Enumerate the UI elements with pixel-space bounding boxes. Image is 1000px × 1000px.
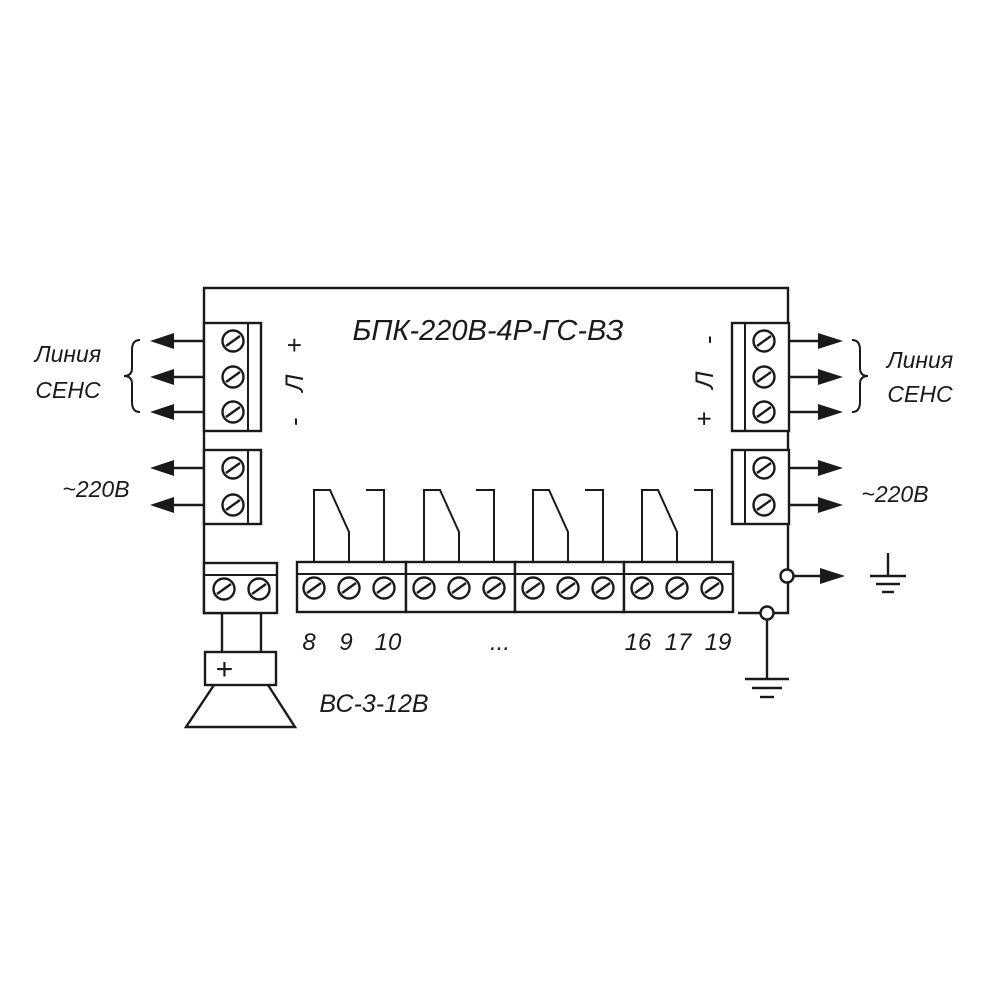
terminal-label-9: 9 xyxy=(339,629,352,656)
ground-symbol-bottom xyxy=(745,677,789,699)
left-power-terminal xyxy=(202,448,263,526)
right-line-brace xyxy=(851,339,869,413)
left-power-label: ~220В xyxy=(62,476,129,502)
ground-connection xyxy=(759,605,775,679)
relay-terminal-block-3 xyxy=(513,560,626,614)
siren-terminal xyxy=(202,561,279,615)
right-plus-mark: + xyxy=(689,411,719,426)
terminal-label-17: 17 xyxy=(665,629,693,656)
left-plus-mark: + xyxy=(286,330,301,360)
siren-icon xyxy=(183,650,298,729)
left-line-label-2: СЕНС xyxy=(35,377,101,403)
left-line-terminal xyxy=(202,321,263,433)
relay-contact-2 xyxy=(423,489,495,562)
relay-terminal-block-4 xyxy=(622,560,735,614)
right-power-label: ~220В xyxy=(861,481,928,507)
relay-contact-4 xyxy=(641,489,713,562)
ground-symbol-right xyxy=(870,553,906,594)
relay-contact-1 xyxy=(313,489,385,562)
ground-output xyxy=(779,568,845,584)
left-line-brace xyxy=(123,339,141,413)
right-line-label-1: Линия xyxy=(885,347,953,373)
relay-terminal-block-2 xyxy=(404,560,517,614)
right-line-mark: Л xyxy=(691,371,719,391)
right-power-terminal xyxy=(730,448,791,526)
left-power-arrows xyxy=(150,460,204,513)
relay-contact-3 xyxy=(532,489,604,562)
right-minus-mark: - xyxy=(693,335,723,344)
terminal-label-8: 8 xyxy=(302,629,316,656)
left-line-label-1: Линия xyxy=(33,341,101,367)
siren-plus-mark: + xyxy=(215,653,233,686)
right-line-label-2: СЕНС xyxy=(887,381,953,407)
siren-wires xyxy=(220,613,263,652)
right-line-arrows xyxy=(789,333,843,420)
terminal-label-10: 10 xyxy=(375,629,402,656)
terminal-label-ellipsis: ... xyxy=(490,629,510,656)
relay-terminal-labels: 8 9 10 ... 16 17 19 xyxy=(302,629,731,656)
right-power-arrows xyxy=(789,460,843,513)
relay-terminal-block-1 xyxy=(295,560,408,614)
device-title: БПК-220В-4Р-ГС-ВЗ xyxy=(352,315,623,347)
left-line-arrows xyxy=(150,333,204,420)
terminal-label-16: 16 xyxy=(625,629,652,656)
right-line-terminal xyxy=(730,321,791,433)
left-line-mark: Л xyxy=(281,374,309,394)
siren-label: ВС-3-12В xyxy=(319,690,428,718)
left-minus-mark: - xyxy=(279,417,309,426)
terminal-label-19: 19 xyxy=(705,629,732,656)
